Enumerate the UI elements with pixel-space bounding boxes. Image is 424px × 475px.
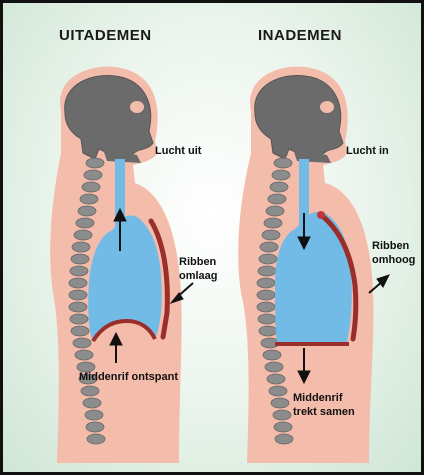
label-ribs-up-line2: omhoog [372,253,415,267]
label-ribs-down-line2: omlaag [179,269,218,283]
label-diaphragm-contracts-line1: Middenrif [293,391,355,405]
label-diaphragm-contracts: Middenrif trekt samen [293,391,355,419]
label-diaphragm-contracts-line2: trekt samen [293,405,355,419]
label-ribs-up: Ribben omhoog [372,239,415,267]
right-rib-tip [317,211,325,219]
left-figure [50,67,193,463]
title-inhale: INADEMEN [258,27,342,44]
label-ribs-down-line1: Ribben [179,255,218,269]
left-eye-socket [130,101,144,113]
anatomy-illustration [3,3,424,475]
label-air-in: Lucht in [346,144,389,158]
label-ribs-up-line1: Ribben [372,239,415,253]
label-diaphragm-relaxes: Middenrif ontspant [79,370,178,384]
label-ribs-down: Ribben omlaag [179,255,218,283]
right-eye-socket [320,101,334,113]
title-exhale: UITADEMEN [59,27,152,44]
label-air-out: Lucht uit [155,144,201,158]
